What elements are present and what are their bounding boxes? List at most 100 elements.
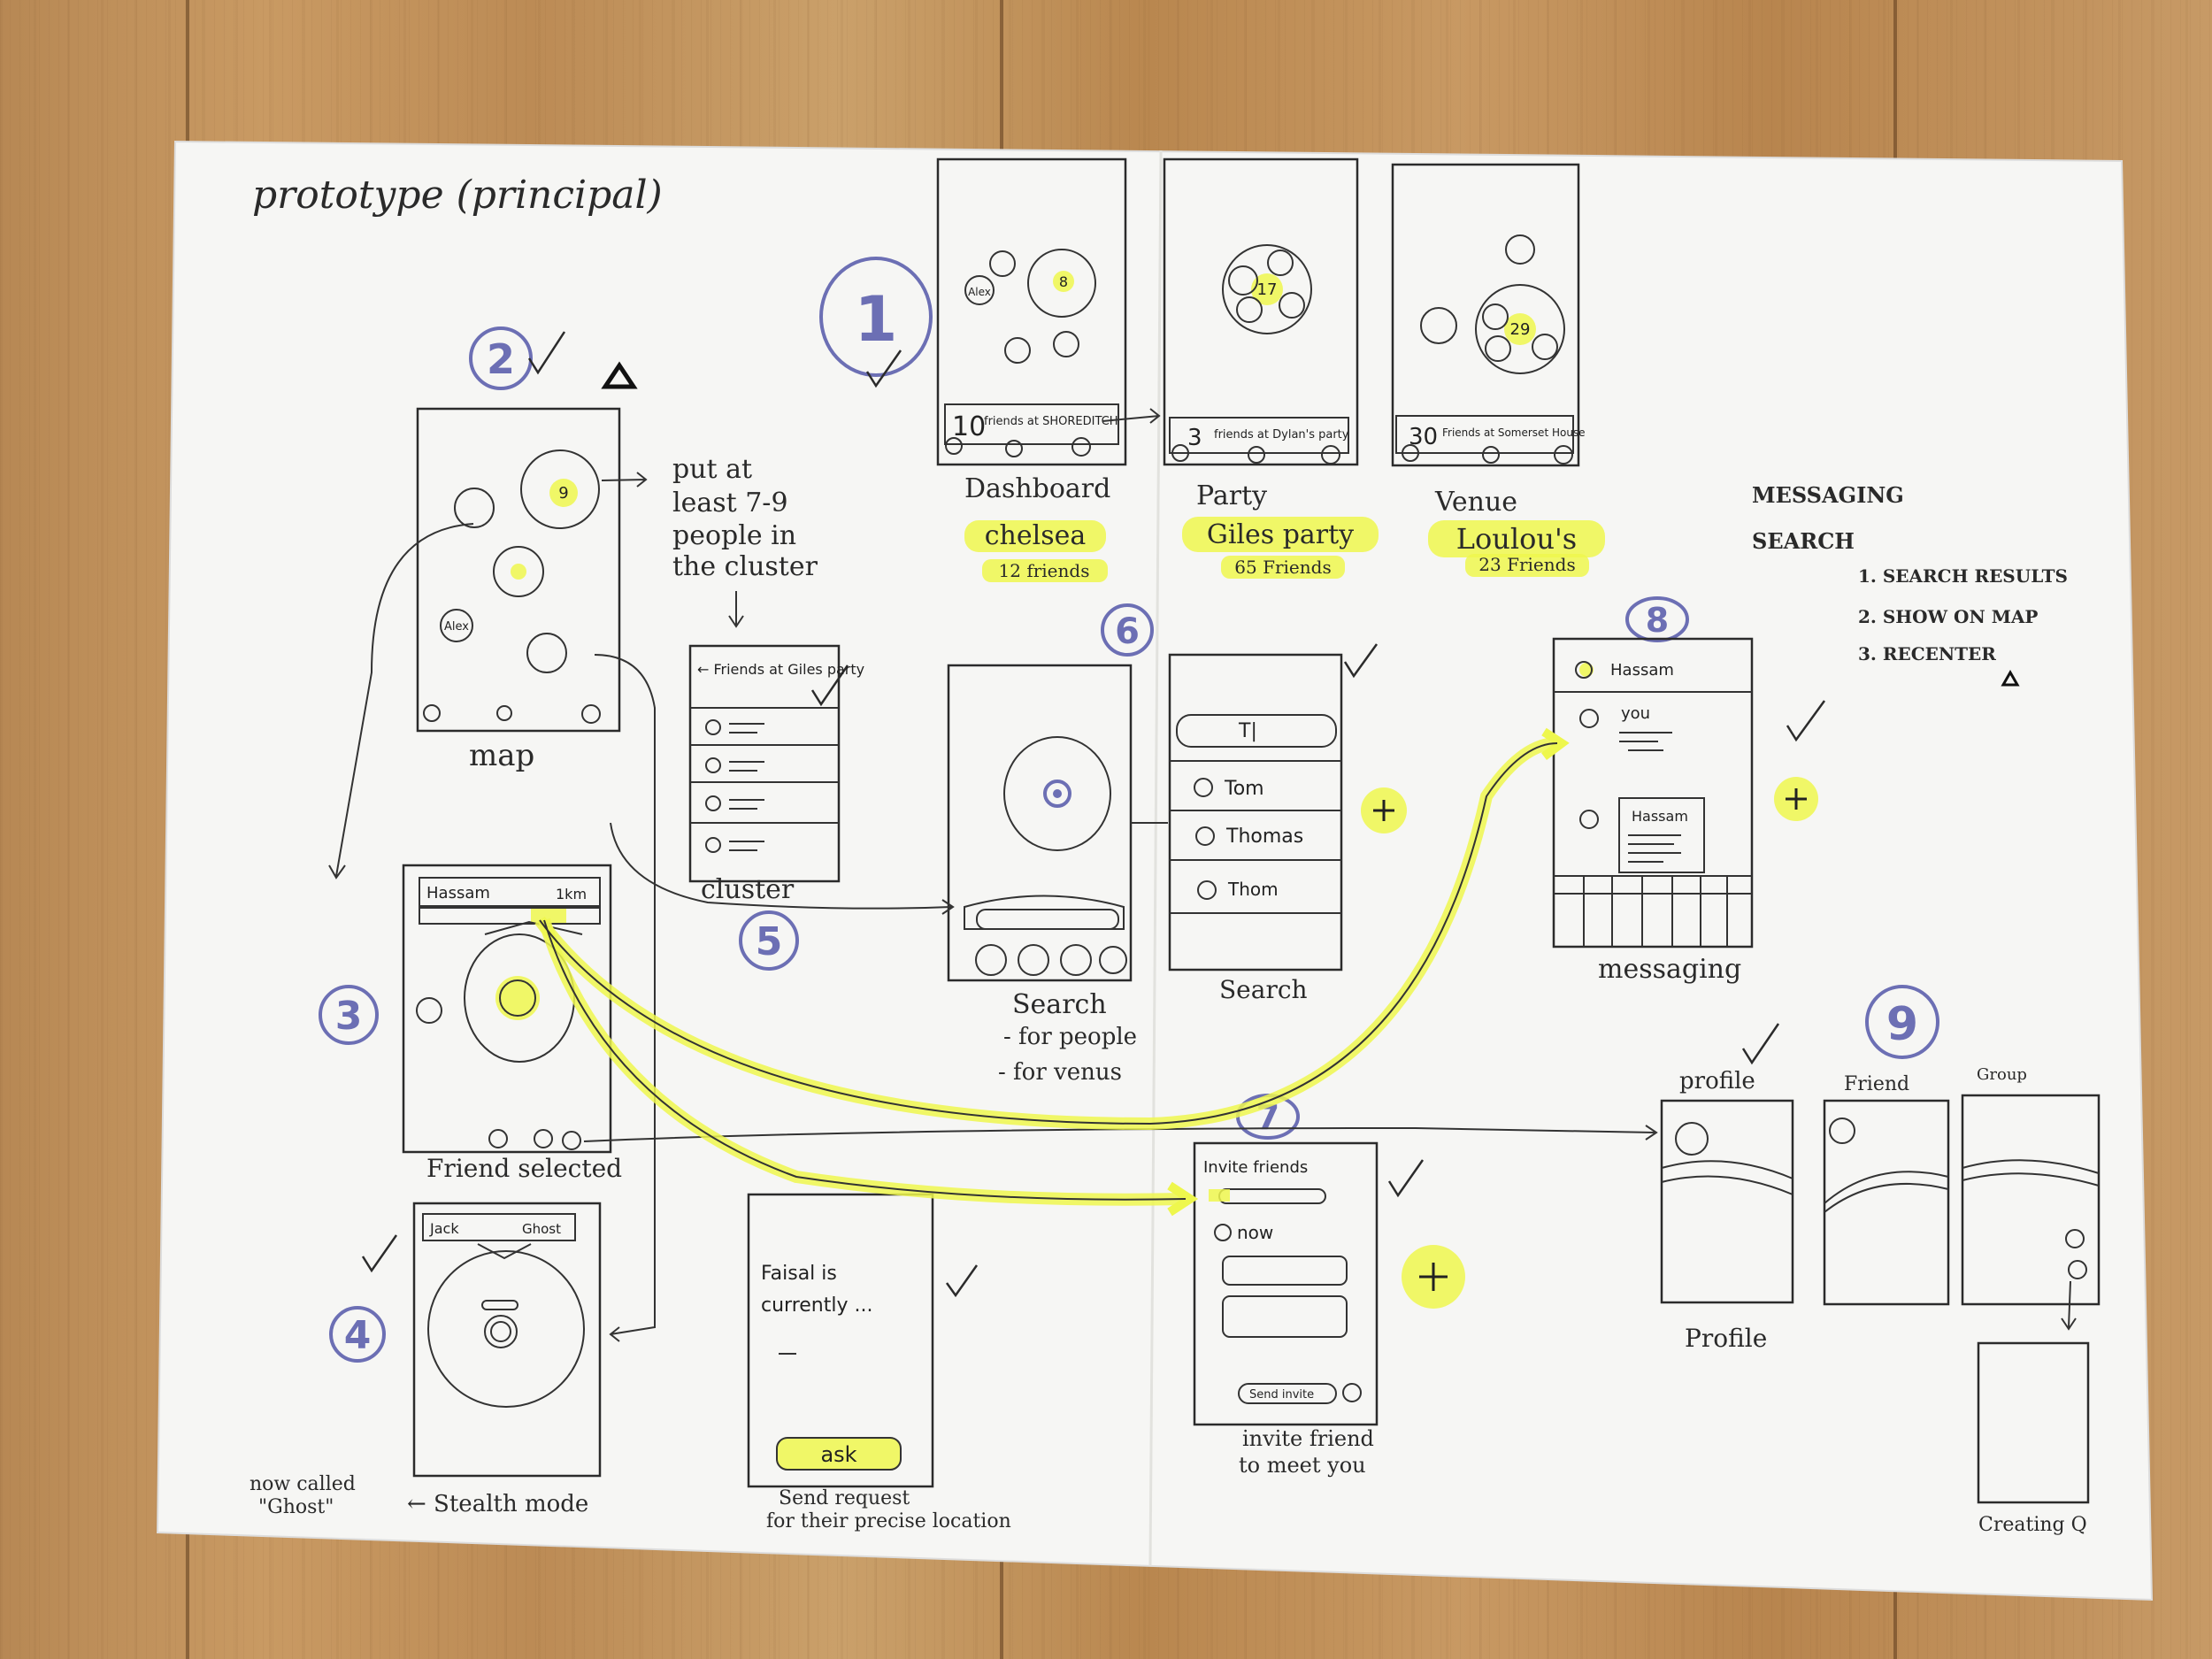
svg-text:Ghost: Ghost (522, 1221, 561, 1237)
flow-arrow (1102, 408, 1161, 424)
search-venues-caption: Search (1012, 989, 1107, 1020)
search-people-caption: Search (1219, 975, 1308, 1004)
svg-text:10: 10 (952, 411, 986, 442)
svg-text:Friends at Somerset House: Friends at Somerset House (1442, 426, 1586, 439)
paper-fold (1148, 150, 1163, 1567)
highlight-arrowhead (1167, 1181, 1199, 1217)
stealth-note: "Ghost" (258, 1496, 334, 1518)
stealth-caption: ← Stealth mode (407, 1491, 588, 1517)
highlight (1182, 517, 1379, 552)
svg-text:2: 2 (487, 335, 515, 383)
svg-text:4: 4 (344, 1313, 372, 1358)
messaging-screen: Hassam you Hassam (1552, 637, 1754, 949)
highlight-arrowhead (1541, 727, 1570, 760)
highlight (982, 559, 1108, 582)
svg-text:Hassam: Hassam (1610, 661, 1674, 680)
creating-caption: Creating Q (1978, 1514, 2087, 1536)
svg-text:profile: profile (1679, 1068, 1755, 1094)
marker-6: 6 (1101, 603, 1154, 657)
marker-2: 2 (469, 326, 533, 390)
svg-text:← Friends at Giles party: ← Friends at Giles party (697, 661, 864, 678)
add-icon (1361, 787, 1407, 833)
map-caption: map (469, 738, 534, 773)
request-caption: for their precise location (766, 1510, 1011, 1532)
area-count: 12 friends (999, 560, 1090, 581)
dashboard-caption: Dashboard (964, 473, 1110, 504)
highlight (1465, 554, 1589, 577)
area-count: 65 Friends (1234, 557, 1331, 578)
svg-text:17: 17 (1257, 280, 1278, 299)
svg-text:Thom: Thom (1227, 879, 1279, 900)
svg-text:friends at Dylan's party: friends at Dylan's party (1214, 428, 1349, 442)
flow-arrow (328, 523, 474, 879)
party-screen: 17 3 friends at Dylan's party (1163, 157, 1359, 466)
venue-screen: 29 30 Friends at Somerset House (1391, 163, 1586, 467)
flow-arrow (583, 1125, 1658, 1142)
svg-text:Invite friends: Invite friends (1203, 1158, 1308, 1177)
search-people-screen: T| Tom Thomas Thom (1168, 653, 1343, 972)
marker-5: 5 (739, 910, 799, 971)
profiles-screens: profile Friend Group (1660, 1065, 2101, 1504)
stealth-note: now called (250, 1473, 356, 1495)
ask-button[interactable] (777, 1438, 901, 1470)
svg-text:6: 6 (1115, 611, 1140, 652)
warning-triangle-icon (601, 361, 638, 389)
map-note-line: the cluster (672, 551, 818, 582)
note-messaging: MESSAGING (1752, 482, 1904, 508)
note-item: 3. RECENTER (1858, 643, 1996, 664)
svg-text:5: 5 (756, 919, 783, 964)
add-icon (1402, 1245, 1465, 1309)
flow-arrow (728, 591, 744, 628)
invite-caption: invite friend (1242, 1426, 1374, 1451)
request-caption: Send request (779, 1487, 910, 1509)
map-note-line: put at (672, 454, 752, 485)
svg-text:29: 29 (1510, 320, 1531, 339)
add-icon (1774, 777, 1818, 821)
messaging-caption: messaging (1598, 954, 1741, 985)
dashboard-screen: 8 Alex 10 friends at SHOREDITCH (936, 157, 1127, 466)
area-label: Loulou's (1456, 522, 1577, 556)
note-item: 2. SHOW ON MAP (1858, 606, 2038, 627)
ask-label: ask (820, 1442, 856, 1467)
area-count: 23 Friends (1479, 554, 1575, 575)
flow-arrow (610, 822, 955, 915)
flow-arrow (594, 654, 656, 1342)
stealth-screen: Jack Ghost (412, 1202, 602, 1478)
svg-text:Thomas: Thomas (1225, 826, 1303, 848)
svg-text:9: 9 (558, 484, 568, 503)
svg-text:Group: Group (1977, 1065, 2027, 1084)
svg-text:currently ...: currently ... (761, 1294, 872, 1317)
marker-8: 8 (1625, 596, 1689, 642)
svg-text:Hassam: Hassam (1632, 808, 1688, 825)
venue-caption: Venue (1434, 487, 1517, 518)
svg-text:Alex: Alex (444, 620, 469, 634)
highlight (1221, 556, 1345, 579)
svg-text:Jack: Jack (429, 1220, 459, 1237)
cluster-screen: ← Friends at Giles party (688, 644, 864, 883)
friend-selected-caption: Friend selected (426, 1154, 622, 1183)
profile-caption: Profile (1685, 1324, 1767, 1353)
note-item: 1. SEARCH RESULTS (1858, 565, 2068, 587)
svg-text:friends at SHOREDITCH: friends at SHOREDITCH (984, 415, 1118, 428)
ask-button-border (776, 1437, 902, 1471)
svg-text:you: you (1621, 704, 1650, 723)
map-screen: 9 Alex (416, 407, 621, 733)
marker-4: 4 (329, 1306, 386, 1363)
svg-text:Faisal is: Faisal is (761, 1263, 837, 1285)
marker-9: 9 (1865, 985, 1939, 1059)
svg-text:T|: T| (1238, 720, 1257, 742)
svg-text:Tom: Tom (1224, 778, 1264, 800)
invite-screen: Invite friends now Send invite (1193, 1141, 1379, 1426)
search-note: - for people (1003, 1024, 1137, 1050)
svg-text:1: 1 (855, 283, 898, 356)
flow-arrow (601, 472, 648, 488)
svg-text:8: 8 (1059, 273, 1068, 290)
svg-text:Friend: Friend (1844, 1073, 1909, 1095)
area-label: chelsea (985, 520, 1087, 551)
map-note-line: people in (672, 520, 796, 551)
highlight (1428, 520, 1605, 557)
svg-text:8: 8 (1646, 601, 1669, 640)
svg-text:9: 9 (1886, 998, 1918, 1051)
svg-text:3: 3 (335, 994, 363, 1039)
svg-text:now: now (1237, 1222, 1273, 1243)
